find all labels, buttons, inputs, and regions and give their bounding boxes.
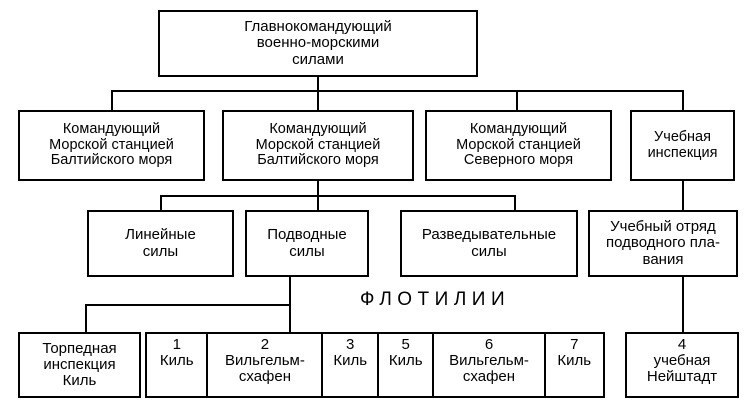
flotilla-cell-2[interactable]: 2 Вильгельм- схафен: [208, 334, 324, 396]
connector-level3-bus: [160, 195, 516, 197]
flotilla-cell-5-number: 5: [401, 336, 410, 353]
flotilla-cell-7[interactable]: 7 Киль: [546, 334, 603, 396]
node-north-sea-station-command-label: Командующий Морской станцией Северного м…: [456, 121, 581, 169]
connector-torpedo-drop: [85, 304, 87, 332]
flotilla-cell-7-place: Киль: [557, 351, 592, 369]
flotilla-cell-1-place: Киль: [159, 351, 194, 369]
node-baltic-station-command-1[interactable]: Командующий Морской станцией Балтийского…: [18, 110, 205, 181]
node-baltic-station-command-2-label: Командующий Морской станцией Балтийского…: [255, 121, 381, 169]
node-line-forces[interactable]: Линейные силы: [87, 210, 234, 277]
flotilla-cell-2-number: 2: [260, 336, 270, 353]
node-training-flotilla-label: учебная Нейштадт: [646, 351, 718, 385]
node-north-sea-station-command[interactable]: Командующий Морской станцией Северного м…: [425, 110, 612, 181]
connector-level2-drop-4: [682, 90, 684, 110]
node-reconnaissance-forces[interactable]: Разведывательные силы: [400, 210, 578, 277]
flotilla-cell-1-number: 1: [172, 336, 181, 353]
flotilla-cell-3[interactable]: 3 Киль: [323, 334, 379, 396]
connector-training-inspection-drop: [682, 180, 684, 210]
node-commander-in-chief-label: Главнокомандующий военно-морскими силами: [244, 18, 392, 68]
node-training-inspection-label: Учебная инспекция: [647, 128, 718, 161]
node-training-flotilla-number: 4: [677, 336, 687, 353]
node-line-forces-label: Линейные силы: [125, 226, 196, 260]
connector-level3-drop-2: [317, 195, 319, 210]
connector-training-detachment-drop: [682, 277, 684, 333]
connector-level3-drop-3: [514, 195, 516, 210]
flotilla-cell-6-number: 6: [484, 336, 494, 353]
node-submarine-training-detachment[interactable]: Учебный отряд подводного пла- вания: [588, 210, 738, 277]
node-submarine-training-detachment-label: Учебный отряд подводного пла- вания: [606, 218, 720, 268]
node-reconnaissance-forces-label: Разведывательные силы: [421, 226, 557, 260]
connector-root-stem: [317, 76, 319, 91]
node-baltic-station-command-2[interactable]: Командующий Морской станцией Балтийского…: [222, 110, 414, 181]
node-submarine-forces[interactable]: Подводные силы: [245, 210, 369, 277]
connector-box2-to-level3-stem: [317, 180, 319, 196]
node-torpedo-inspection[interactable]: Торпедная инспекция Киль: [18, 332, 141, 398]
flotilla-cell-3-number: 3: [346, 336, 355, 353]
node-baltic-station-command-1-label: Командующий Морской станцией Балтийского…: [49, 121, 174, 169]
node-commander-in-chief[interactable]: Главнокомандующий военно-морскими силами: [158, 10, 478, 77]
flotilla-cell-5-place: Киль: [388, 351, 423, 369]
flotillas-table: 1 Киль 2 Вильгельм- схафен 3 Киль 5 Киль…: [145, 332, 605, 398]
connector-level2-bus: [111, 90, 684, 92]
flotilla-cell-3-place: Киль: [333, 351, 368, 369]
connector-torpedo-bus: [85, 304, 291, 306]
connector-level3-drop-1: [160, 195, 162, 210]
flotilla-cell-6[interactable]: 6 Вильгельм- схафен: [434, 334, 546, 396]
flotilla-cell-6-place: Вильгельм- схафен: [449, 351, 529, 385]
flotilla-cell-2-place: Вильгельм- схафен: [225, 351, 305, 385]
flotilla-cell-7-number: 7: [570, 336, 579, 353]
flotilla-cell-1[interactable]: 1 Киль: [147, 334, 209, 396]
connector-level2-drop-2: [317, 90, 319, 110]
node-submarine-forces-label: Подводные силы: [267, 226, 347, 260]
connector-level2-drop-3: [516, 90, 518, 110]
connector-level2-drop-1: [111, 90, 113, 110]
flotilla-cell-5[interactable]: 5 Киль: [379, 334, 435, 396]
node-training-flotilla-neustadt[interactable]: 4 учебная Нейштадт: [625, 332, 739, 398]
flotillas-heading: ФЛОТИЛИИ: [360, 289, 511, 310]
node-torpedo-inspection-label: Торпедная инспекция Киль: [42, 339, 117, 390]
node-training-inspection[interactable]: Учебная инспекция: [630, 110, 735, 181]
